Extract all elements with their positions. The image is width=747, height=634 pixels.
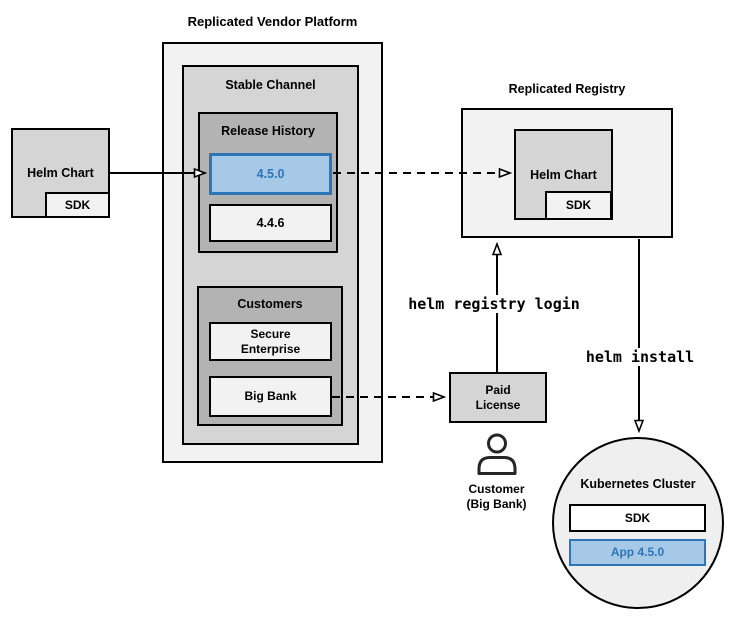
customer-secure-enterprise: Secure Enterprise: [209, 322, 332, 361]
release-history-title: Release History: [221, 124, 315, 138]
paid-license-box: Paid License: [449, 372, 547, 423]
stable-channel-title: Stable Channel: [225, 78, 316, 92]
cluster-app-label: App 4.5.0: [610, 545, 665, 559]
helm-chart-source-sdk-box: SDK: [45, 192, 110, 218]
customers-box: Customers Secure Enterprise Big Bank: [197, 286, 343, 426]
registry-sdk-label: SDK: [565, 198, 592, 212]
registry-title: Replicated Registry: [508, 82, 626, 96]
helm-chart-source-sdk-label: SDK: [64, 197, 91, 212]
cluster-app-box: App 4.5.0: [569, 539, 706, 566]
cluster-sdk-box: SDK: [569, 504, 706, 532]
release-4-4-6-label: 4.4.6: [256, 216, 285, 230]
customer-secure-enterprise-label: Secure Enterprise: [240, 326, 301, 356]
release-4-5-0-label: 4.5.0: [256, 167, 285, 181]
customers-title: Customers: [237, 297, 303, 311]
vendor-platform-title: Replicated Vendor Platform: [187, 14, 358, 29]
release-4-4-6: 4.4.6: [209, 204, 332, 242]
paid-license-label: Paid License: [475, 382, 521, 412]
customer-big-bank: Big Bank: [209, 376, 332, 417]
customer-label: Customer (Big Bank): [466, 482, 527, 511]
kubernetes-cluster-circle: Kubernetes Cluster SDK App 4.5.0: [552, 437, 724, 609]
registry-helm-chart-label: Helm Chart: [530, 167, 597, 182]
helm-registry-login-command: helm registry login: [398, 295, 590, 313]
helm-chart-source-label: Helm Chart: [27, 166, 94, 180]
release-history-box: Release History 4.5.0 4.4.6: [198, 112, 338, 253]
registry-box: Helm Chart SDK: [461, 108, 673, 238]
person-icon: [477, 433, 517, 475]
kubernetes-cluster-title: Kubernetes Cluster: [580, 477, 696, 491]
release-4-5-0: 4.5.0: [209, 153, 332, 195]
cluster-sdk-label: SDK: [624, 510, 651, 525]
stable-channel-box: Stable Channel Release History 4.5.0 4.4…: [182, 65, 359, 445]
helm-install-command: helm install: [577, 348, 703, 366]
customer-big-bank-label: Big Bank: [244, 389, 297, 403]
vendor-platform-box: Stable Channel Release History 4.5.0 4.4…: [162, 42, 383, 463]
registry-sdk-box: SDK: [545, 191, 612, 220]
